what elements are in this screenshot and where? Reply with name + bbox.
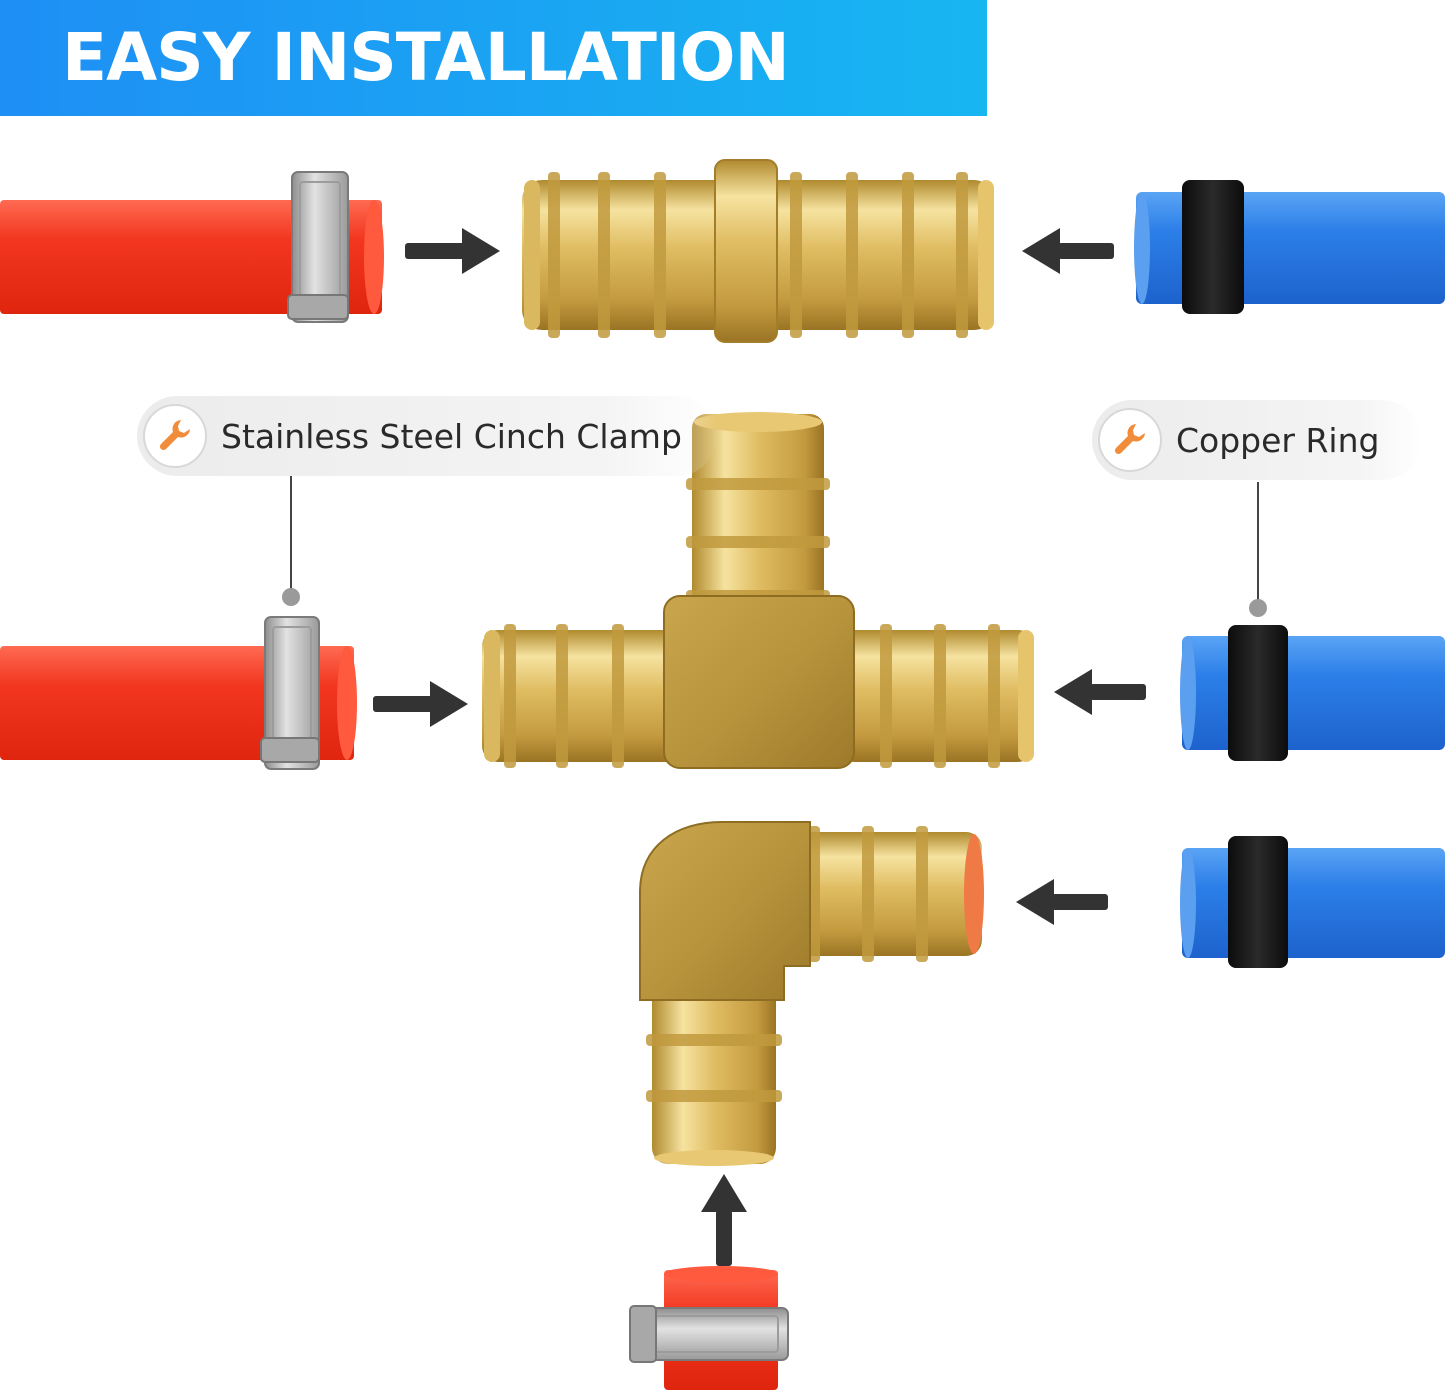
blue-pex-pipe-middle (1180, 636, 1445, 750)
blue-pex-pipe-top (1134, 192, 1445, 304)
arrow-up-row3 (701, 1174, 747, 1266)
brass-elbow (639, 821, 984, 1166)
arrow-right-row1 (405, 228, 500, 274)
title-banner: EASY INSTALLATION (0, 0, 987, 116)
arrow-left-row2 (1054, 669, 1146, 715)
callout-label-ring: Copper Ring (1176, 421, 1380, 460)
arrow-right-row2 (373, 681, 468, 727)
callout-label-clamp: Stainless Steel Cinch Clamp (221, 417, 682, 456)
brass-tee (482, 412, 1034, 769)
red-pex-pipe-top (0, 200, 384, 314)
banner-title: EASY INSTALLATION (62, 19, 790, 96)
copper-ring-middle (1228, 625, 1288, 761)
blue-pex-pipe-bottom (1180, 848, 1445, 958)
copper-ring-top (1182, 180, 1244, 314)
callout-leader-ring (1249, 482, 1267, 617)
brass-coupling (522, 159, 994, 343)
callout-cinch-clamp: Stainless Steel Cinch Clamp (137, 396, 717, 476)
cinch-clamp-top (287, 171, 349, 323)
arrow-left-row3 (1016, 879, 1108, 925)
wrench-icon (1098, 408, 1162, 472)
callout-copper-ring: Copper Ring (1092, 400, 1422, 480)
arrow-left-row1 (1022, 228, 1114, 274)
cinch-clamp-middle (260, 616, 320, 770)
callout-leader-clamp (282, 470, 300, 606)
wrench-icon (143, 404, 207, 468)
cinch-clamp-bottom (629, 1305, 789, 1363)
copper-ring-bottom (1228, 836, 1288, 968)
